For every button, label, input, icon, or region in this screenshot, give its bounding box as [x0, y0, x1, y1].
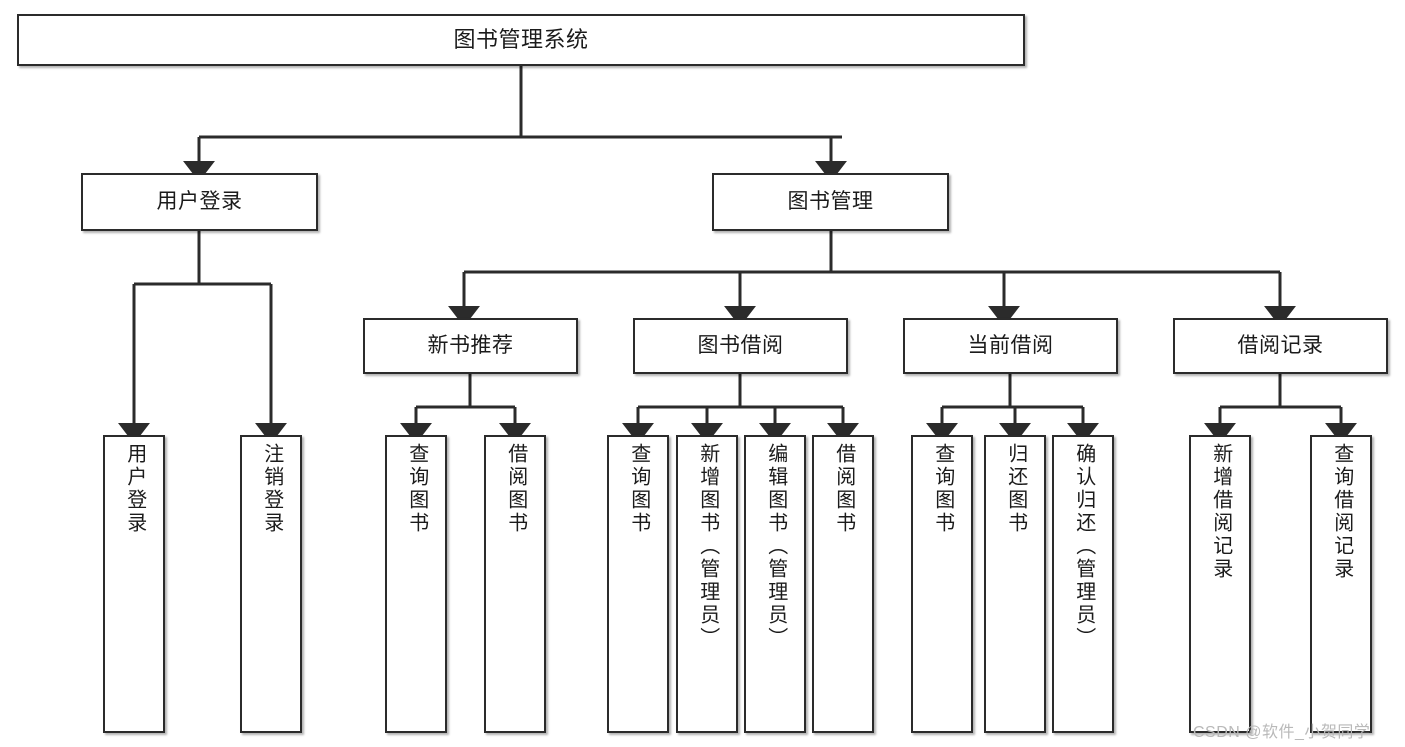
node-new-book-recommend[interactable]: 新书推荐: [363, 318, 578, 374]
leaf-return-book[interactable]: 归还图书: [984, 435, 1046, 733]
leaf-label: 用户登录: [123, 443, 146, 535]
leaf-label: 新增图书（管理员）: [696, 443, 719, 650]
leaf-query-borrow-record[interactable]: 查询借阅记录: [1310, 435, 1372, 733]
node-root[interactable]: 图书管理系统: [17, 14, 1025, 66]
leaf-user-logout[interactable]: 注销登录: [240, 435, 302, 733]
leaf-user-login[interactable]: 用户登录: [103, 435, 165, 733]
leaf-label: 查询图书: [405, 443, 428, 535]
leaf-query-book-1[interactable]: 查询图书: [385, 435, 447, 733]
node-book-borrow[interactable]: 图书借阅: [633, 318, 848, 374]
leaf-label: 编辑图书（管理员）: [764, 443, 787, 650]
leaf-label: 借阅图书: [832, 443, 855, 535]
leaf-label: 确认归还（管理员）: [1072, 443, 1095, 650]
leaf-edit-book[interactable]: 编辑图书（管理员）: [744, 435, 806, 733]
leaf-label: 新增借阅记录: [1209, 443, 1232, 581]
leaf-label: 查询图书: [627, 443, 650, 535]
leaf-label: 归还图书: [1004, 443, 1027, 535]
leaf-label: 查询借阅记录: [1330, 443, 1353, 581]
leaf-label: 注销登录: [260, 443, 283, 535]
leaf-label: 查询图书: [931, 443, 954, 535]
leaf-query-book-2[interactable]: 查询图书: [607, 435, 669, 733]
leaf-add-book[interactable]: 新增图书（管理员）: [676, 435, 738, 733]
leaf-query-book-3[interactable]: 查询图书: [911, 435, 973, 733]
leaf-confirm-return[interactable]: 确认归还（管理员）: [1052, 435, 1114, 733]
leaf-add-borrow-record[interactable]: 新增借阅记录: [1189, 435, 1251, 733]
node-user-login[interactable]: 用户登录: [81, 173, 318, 231]
node-borrow-records[interactable]: 借阅记录: [1173, 318, 1388, 374]
leaf-borrow-book-2[interactable]: 借阅图书: [812, 435, 874, 733]
leaf-borrow-book-1[interactable]: 借阅图书: [484, 435, 546, 733]
node-current-borrow[interactable]: 当前借阅: [903, 318, 1118, 374]
csdn-watermark: CSDN @软件_小贺同学: [1193, 724, 1371, 741]
leaf-label: 借阅图书: [504, 443, 527, 535]
node-book-manage[interactable]: 图书管理: [712, 173, 949, 231]
